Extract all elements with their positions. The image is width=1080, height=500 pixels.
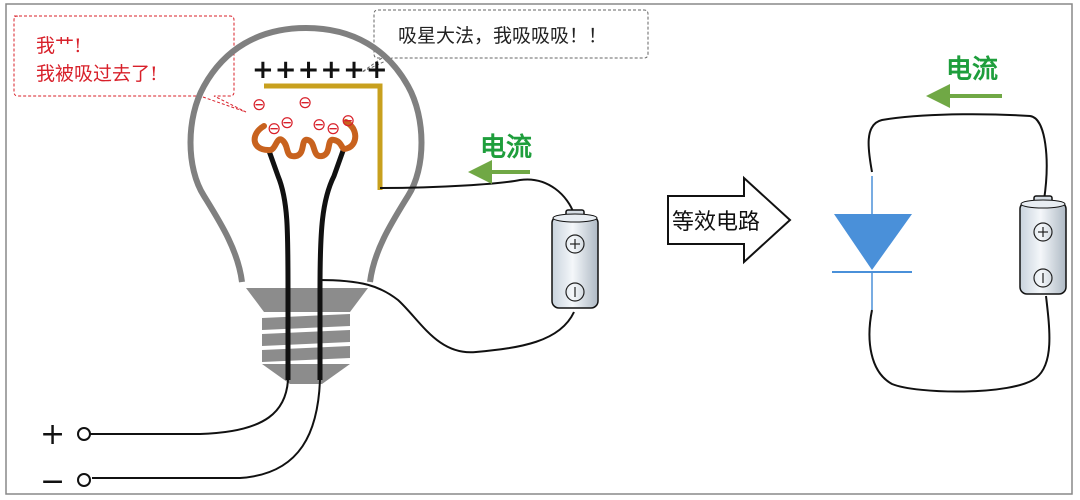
bulb-screw-threads	[262, 314, 350, 362]
bulb-base-collar	[246, 288, 368, 312]
speech-bubble-right: 吸星大法，我吸吸吸！！	[361, 9, 649, 73]
terminal-minus-node	[77, 473, 91, 487]
outer-frame	[5, 3, 1073, 495]
battery-left	[551, 209, 599, 309]
current-indicator-right: 电流	[926, 55, 1002, 108]
anode-plate	[264, 83, 383, 190]
electrons: ⊖ ⊖ ⊖ ⊖ ⊖ ⊖ ⊖	[252, 93, 355, 139]
electron: ⊖	[312, 115, 326, 135]
electron: ⊖	[326, 119, 340, 139]
terminal-minus-label: −	[40, 464, 65, 499]
plate-charges: ++++++	[252, 55, 389, 85]
electron: ⊖	[298, 93, 312, 113]
diode	[832, 176, 912, 310]
right-circuit-wires	[867, 113, 1051, 393]
electron: ⊖	[252, 95, 266, 115]
current-indicator-left: 电流	[468, 133, 532, 184]
input-terminals: + −	[40, 417, 91, 499]
light-bulb: ++++++ ⊖ ⊖ ⊖ ⊖ ⊖ ⊖ ⊖	[187, 25, 425, 384]
left-circuit-wires	[90, 178, 575, 479]
electron: ⊖	[267, 119, 281, 139]
bubble-left-line1: 我艹!	[36, 35, 82, 57]
lead-wire-right	[317, 147, 347, 380]
terminal-plus-label: +	[40, 417, 65, 452]
electron: ⊖	[280, 113, 294, 133]
equivalent-circuit-arrow: 等效电路	[667, 175, 792, 265]
lead-wire-left	[265, 147, 291, 380]
speech-bubble-left: 我艹! 我被吸过去了!	[13, 15, 247, 113]
current-label-right: 电流	[946, 55, 998, 85]
current-label-left: 电流	[480, 133, 532, 163]
battery-right	[1019, 195, 1067, 295]
equivalent-arrow-label: 等效电路	[672, 210, 760, 235]
electron: ⊖	[341, 111, 355, 131]
filament	[251, 119, 359, 160]
bulb-tip	[262, 364, 350, 384]
bulb-glass	[187, 25, 425, 283]
terminal-plus-node	[77, 427, 91, 441]
bubble-left-line2: 我被吸过去了!	[36, 63, 158, 85]
bubble-right-text: 吸星大法，我吸吸吸！！	[398, 25, 607, 47]
